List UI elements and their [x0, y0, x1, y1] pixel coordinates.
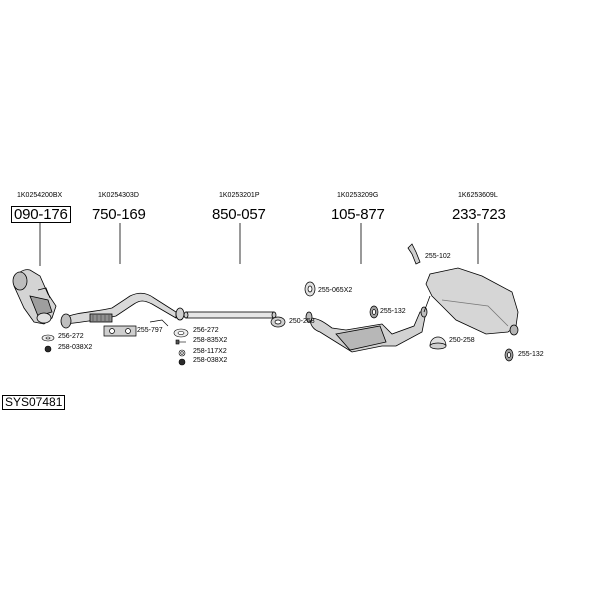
middle-pipe-drawing	[183, 311, 277, 319]
spring-icon	[178, 349, 186, 357]
accessory-label-1[interactable]: 256-272	[58, 333, 84, 340]
oe-number-4: 1K0253209G	[337, 192, 379, 199]
bracket-255-102-drawing	[407, 243, 421, 265]
accessory-label-13[interactable]: 255-132	[518, 351, 544, 358]
accessory-label-10[interactable]: 255-132	[380, 308, 406, 315]
accessory-label-6[interactable]: 258-117X2	[193, 348, 227, 355]
nut-icon-2	[178, 358, 186, 366]
hanger-255-132-center	[369, 305, 379, 319]
gasket-icon-1	[41, 334, 55, 342]
part-number-2[interactable]: 750-169	[92, 206, 146, 223]
part-number-4[interactable]: 105-877	[331, 206, 385, 223]
accessory-label-8[interactable]: 250-258	[289, 318, 315, 325]
front-pipe-drawing	[60, 292, 185, 329]
clamp-255-065x2-drawing	[304, 281, 316, 297]
accessory-label-7[interactable]: 258-038X2	[193, 357, 228, 364]
oe-number-5: 1K6253609L	[458, 192, 498, 199]
clamp-250-258-right	[429, 336, 447, 350]
diagram-id-label: SYS07481	[2, 395, 66, 410]
accessory-label-2[interactable]: 258-038X2	[58, 344, 93, 351]
accessory-label-12[interactable]: 250-258	[449, 337, 475, 344]
oe-number-3: 1K0253201P	[219, 192, 260, 199]
bolt-icon	[175, 339, 186, 345]
accessory-label-5[interactable]: 258-835X2	[193, 337, 228, 344]
nut-icon-1	[44, 345, 52, 353]
accessory-label-4[interactable]: 256-272	[193, 327, 219, 334]
accessory-label-3[interactable]: 255-797	[137, 327, 163, 334]
oe-number-2: 1K0254303D	[98, 192, 139, 199]
catalytic-converter-drawing	[12, 269, 57, 325]
accessory-label-9[interactable]: 255-065X2	[318, 287, 353, 294]
gasket-icon-2	[173, 328, 189, 338]
clamp-250-258-left	[270, 316, 286, 328]
accessory-label-11[interactable]: 255-102	[425, 253, 451, 260]
front-pipe-hardware	[103, 319, 169, 337]
center-silencer-drawing	[305, 306, 428, 353]
part-number-1[interactable]: 090-176	[11, 206, 71, 223]
part-number-5[interactable]: 233-723	[452, 206, 506, 223]
oe-number-1: 1K0254200BX	[17, 192, 63, 199]
part-number-3[interactable]: 850-057	[212, 206, 266, 223]
rear-silencer-drawing	[423, 267, 519, 336]
hanger-255-132-rear	[504, 348, 514, 362]
